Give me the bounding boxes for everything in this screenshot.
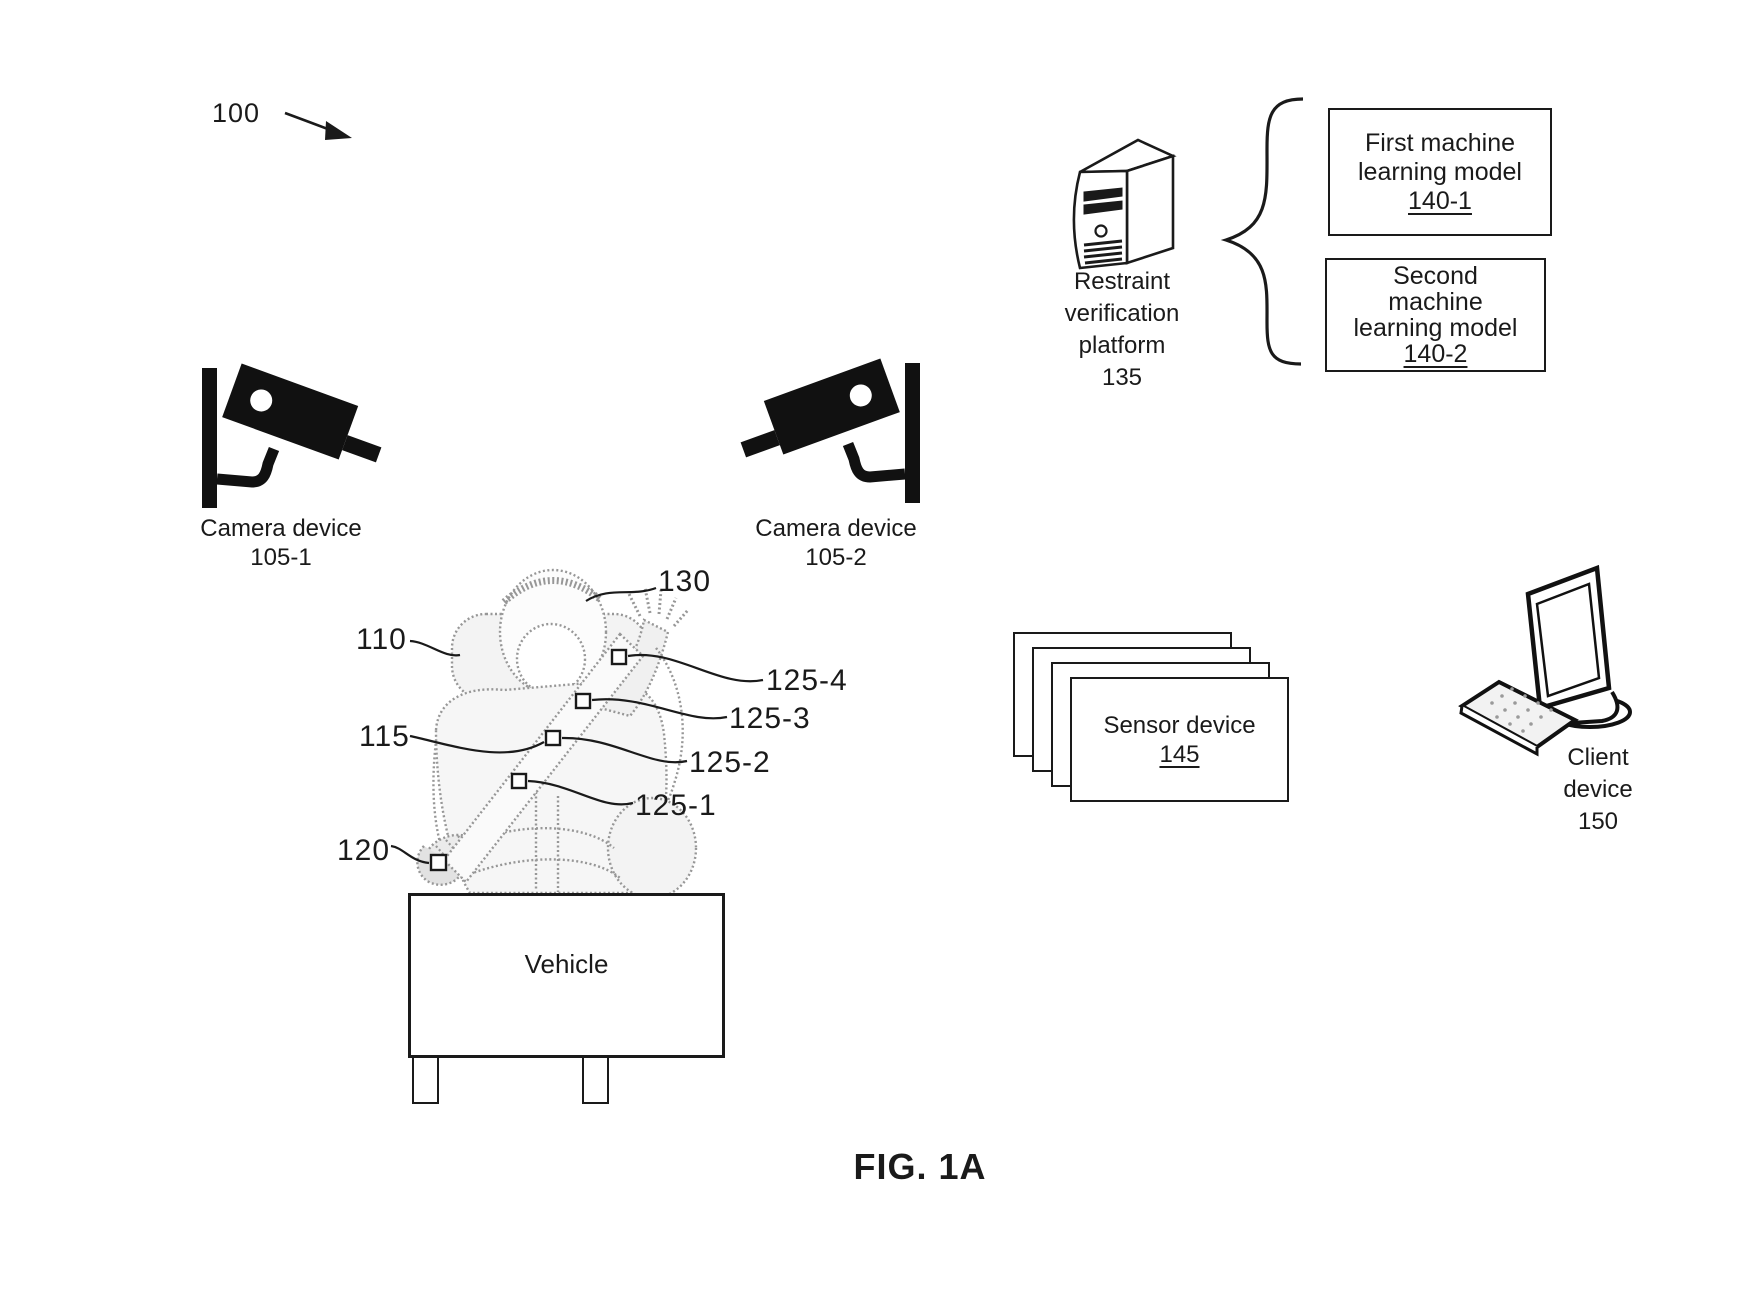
face: [515, 622, 587, 696]
system-ref-label: 100: [212, 98, 261, 128]
vehicle-leg-right: [582, 1058, 609, 1104]
keyboard: [1458, 679, 1579, 750]
camera-1-caption: Camera device 105-1: [171, 514, 391, 572]
seatbelt-band: [442, 632, 645, 884]
platform-caption-line: platform: [1078, 332, 1166, 359]
camera-1-label: Camera device: [200, 515, 362, 542]
client-label-line: Client: [1567, 744, 1629, 771]
ref-130-head: 130: [658, 565, 712, 598]
belt-keypoint-markers: [429, 648, 628, 872]
leader-130: [585, 586, 657, 602]
camera-icon-1: [202, 363, 382, 508]
brace: [1220, 97, 1304, 366]
client-ref: 150: [1577, 808, 1619, 835]
camera-icon-2: [740, 358, 920, 503]
client-device-icon: [1458, 564, 1632, 757]
first-ml-model-box: First machine learning model 140-1: [1328, 108, 1552, 236]
first-ml-line: learning model: [1358, 157, 1522, 186]
client-caption: Client device 150: [1518, 742, 1678, 838]
vehicle-leg-left: [412, 1058, 439, 1104]
keypoint-125-1: [510, 772, 528, 790]
forearm: [639, 647, 684, 834]
ref-125-3: 125-3: [729, 702, 811, 735]
first-ml-line: First machine: [1364, 128, 1516, 157]
platform-caption: Restraint verification platform 135: [1037, 266, 1207, 394]
leader-125-2: [561, 736, 688, 764]
straps: [534, 792, 560, 892]
leader-125-3: [591, 698, 728, 720]
system-ref-arrow: [284, 111, 352, 140]
ref-125-4: 125-4: [766, 664, 848, 697]
second-ml-ref: 140-2: [1403, 340, 1468, 368]
leader-115: [409, 734, 545, 754]
ref-125-1: 125-1: [635, 789, 717, 822]
keypoint-125-4: [610, 648, 628, 666]
server-tower-icon: [1072, 138, 1177, 270]
monitor-screen: [1535, 582, 1601, 698]
keypoint-125-3: [574, 692, 592, 710]
lap-lines: [461, 826, 621, 879]
figure-caption: FIG. 1A: [853, 1146, 987, 1187]
camera-2-caption: Camera device 105-2: [726, 514, 946, 572]
sensor-label: Sensor device: [1103, 711, 1256, 739]
keyboard-keys: [1490, 687, 1553, 733]
hair: [501, 577, 604, 605]
ref-125-2: 125-2: [689, 746, 771, 779]
platform-caption-line: Restraint: [1073, 268, 1171, 295]
platform-ref: 135: [1101, 364, 1143, 391]
vehicle-label: Vehicle: [524, 949, 609, 979]
leader-120: [390, 844, 430, 865]
first-ml-ref: 140-1: [1408, 186, 1472, 215]
ref-110-seat: 110: [356, 623, 407, 656]
second-ml-line: learning model: [1353, 314, 1518, 342]
camera-2-ref: 105-2: [805, 544, 867, 571]
sensor-ref: 145: [1159, 740, 1200, 768]
leader-125-1: [527, 779, 634, 806]
ref-115-belt: 115: [359, 720, 410, 753]
leader-lines: [390, 586, 764, 865]
leader-125-4: [627, 653, 764, 683]
occupant-sketch: [416, 568, 698, 900]
vehicle-box: Vehicle: [408, 893, 725, 1058]
ref-120-buckle: 120: [337, 834, 391, 867]
camera-1-ref: 105-1: [250, 544, 312, 571]
sensor-device-card: Sensor device 145: [1070, 677, 1289, 802]
second-ml-line: Second: [1393, 262, 1478, 290]
buckle-marker-120: [429, 853, 448, 872]
camera-2-label: Camera device: [755, 515, 917, 542]
second-ml-line: machine: [1388, 288, 1483, 316]
keypoint-125-2: [544, 729, 562, 747]
client-label-line: device: [1563, 776, 1633, 803]
second-ml-model-box: Second machine learning model 140-2: [1325, 258, 1546, 372]
leader-110: [409, 639, 461, 657]
platform-caption-line: verification: [1064, 300, 1180, 327]
